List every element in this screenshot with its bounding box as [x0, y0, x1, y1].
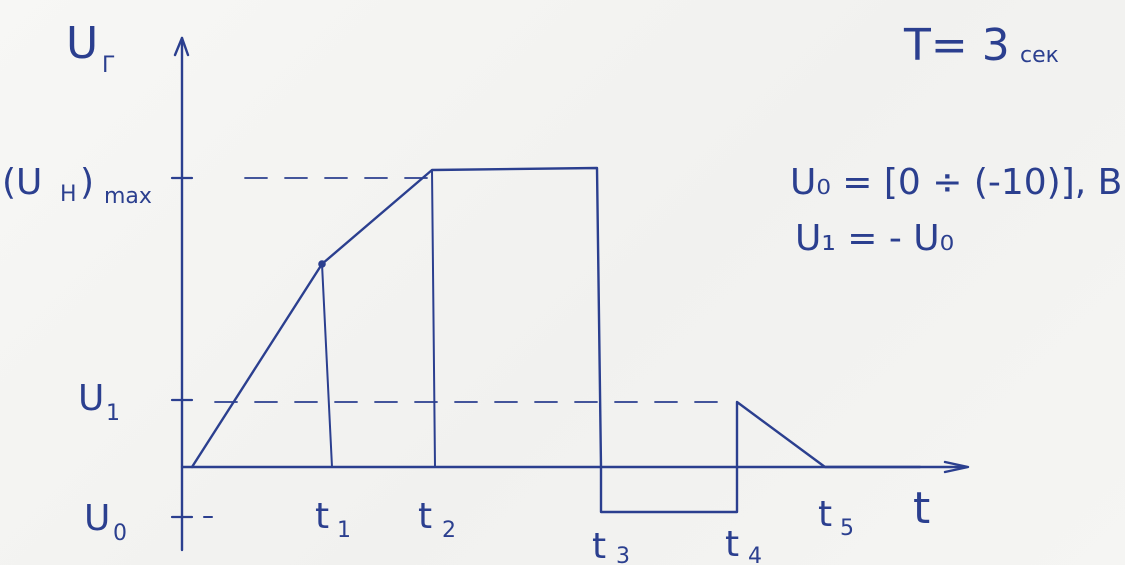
t3-label: t — [592, 526, 606, 565]
period-note: T= 3 — [903, 20, 1010, 71]
umax-label-sub: Н — [60, 182, 77, 207]
t1-label: t — [315, 496, 329, 537]
t4-label-sub: 4 — [748, 544, 762, 565]
x-axis-label: t — [913, 483, 930, 534]
y-axis-label: U — [66, 18, 98, 69]
t5-label-sub: 5 — [840, 516, 854, 541]
u0-range-note: U₀ = [0 ÷ (-10)], В — [790, 162, 1122, 203]
t4-label: t — [725, 524, 739, 565]
umax-label-close: ) — [80, 162, 94, 203]
t1-label-sub: 1 — [337, 518, 351, 543]
y-axis-arrow — [173, 36, 190, 57]
u0-label-sub: 0 — [113, 521, 127, 546]
y-axis-label-sub: Г — [102, 53, 115, 78]
t5-label: t — [818, 494, 832, 535]
t3-label-sub: 3 — [616, 544, 630, 565]
t2-label-sub: 2 — [442, 518, 456, 543]
waveform-line — [190, 166, 922, 514]
umax-label-max: max — [104, 184, 152, 209]
u1-label-sub: 1 — [106, 401, 120, 426]
t1-marker — [321, 263, 333, 468]
x-axis-arrow — [943, 460, 970, 474]
u0-label: U — [84, 498, 110, 539]
u1-label: U — [78, 378, 104, 419]
t2-marker — [431, 169, 436, 468]
period-unit: сек — [1020, 43, 1059, 68]
t2-label: t — [418, 496, 432, 537]
u1-relation-note: U₁ = - U₀ — [795, 218, 954, 259]
umax-label: (U — [2, 162, 42, 203]
